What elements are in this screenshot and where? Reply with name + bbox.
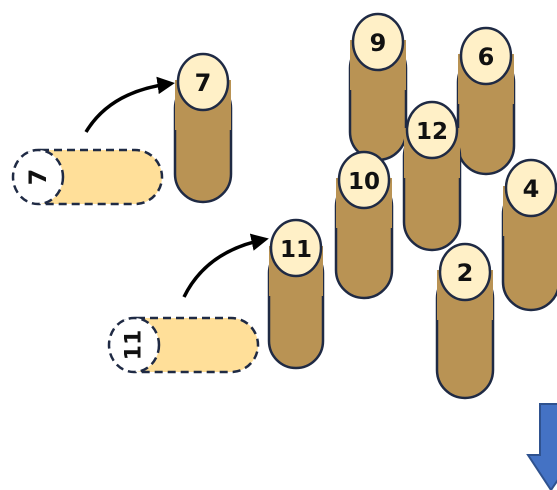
- standing-pin: 10: [334, 150, 394, 300]
- fallen-pin-label: 11: [122, 330, 147, 361]
- pin-label: 6: [478, 43, 495, 71]
- standing-pin: 4: [501, 158, 557, 312]
- curved-arrow: [84, 76, 175, 133]
- standing-pin: 7: [173, 52, 233, 204]
- pin-label: 12: [416, 119, 448, 145]
- pin-label: 11: [280, 237, 312, 263]
- curved-arrow: [182, 233, 269, 298]
- fallen-pin: 7: [11, 148, 164, 206]
- pin-label: 9: [370, 29, 387, 57]
- standing-pin: 2: [435, 242, 495, 400]
- standing-pin: 12: [402, 100, 462, 252]
- down-arrow-icon: [526, 403, 557, 490]
- pin-label: 2: [457, 259, 474, 287]
- fallen-pin: 11: [107, 316, 260, 374]
- fallen-pin-label: 7: [24, 169, 52, 186]
- standing-pin: 6: [456, 26, 516, 176]
- standing-pin: 11: [267, 218, 325, 370]
- pin-label: 7: [195, 69, 212, 97]
- standing-pin: 9: [348, 12, 408, 162]
- pin-label: 10: [348, 169, 380, 195]
- pin-label: 4: [523, 175, 540, 203]
